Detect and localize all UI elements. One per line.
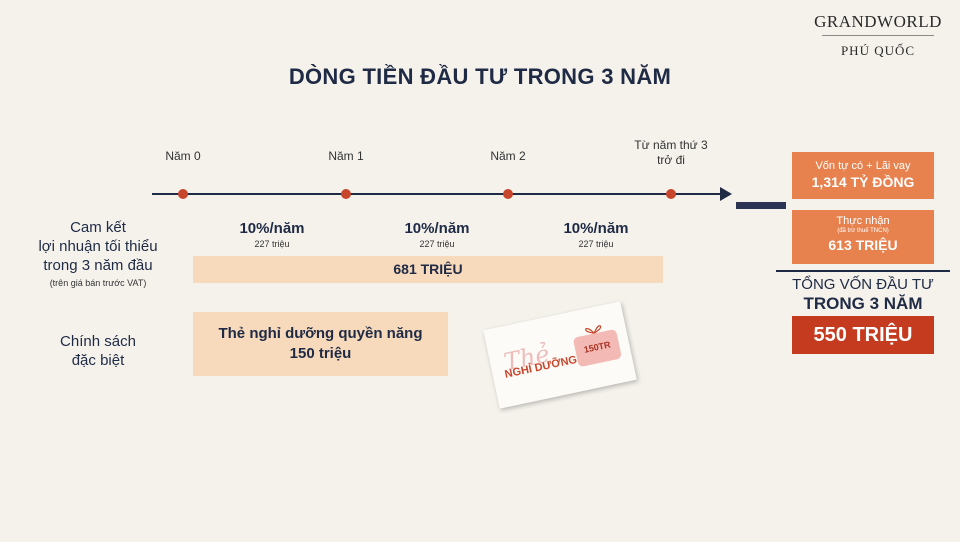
summary-divider xyxy=(776,270,950,272)
rate-year-3: 10%/năm 227 triệu xyxy=(536,220,656,249)
timeline-dot-1 xyxy=(341,189,351,199)
brand-logo-bottom: PHÚ QUỐC xyxy=(840,43,916,58)
net-received-label: Thực nhận xyxy=(836,215,890,227)
rate-amount: 227 triệu xyxy=(254,239,290,249)
timeline-axis xyxy=(152,193,722,195)
net-received-note: (đã trừ thuế TNCN) xyxy=(837,228,889,234)
rate-amount: 227 triệu xyxy=(419,239,455,249)
commitment-label-line-3: trong 3 năm đầu xyxy=(43,257,153,274)
gift-bow-icon xyxy=(585,325,602,336)
timeline-arrow-icon xyxy=(720,187,732,201)
brand-logo-divider xyxy=(822,35,934,36)
commitment-note: (trên giá bán trước VAT) xyxy=(49,278,147,288)
equity-loan-label: Vốn tự có + Lãi vay xyxy=(815,160,911,172)
vacation-card-image: Thẻ NGHỈ DƯỠNG 150TR xyxy=(483,301,637,409)
vacation-card-text: Thẻ nghỉ dưỡng quyền năng 150 triệu xyxy=(218,325,423,362)
timeline-dot-2 xyxy=(503,189,513,199)
total-investment-label: TỔNG VỐN ĐẦU TƯ xyxy=(792,276,934,293)
special-label-line-1: Chính sách xyxy=(60,333,136,350)
rate-year-1: 10%/năm 227 triệu xyxy=(212,220,332,249)
year-label-2: Năm 2 xyxy=(490,149,526,163)
timeline-dot-3 xyxy=(666,189,676,199)
commitment-label-line-1: Cam kết xyxy=(70,219,126,236)
vacation-card-bar: Thẻ nghỉ dưỡng quyền năng 150 triệu xyxy=(193,312,448,376)
commitment-label: Cam kết lợi nhuận tối thiểu trong 3 năm … xyxy=(14,218,182,275)
rate-year-2: 10%/năm 227 triệu xyxy=(377,220,497,249)
total-investment-value: 550 TRIỆU xyxy=(792,316,934,354)
commitment-label-line-2: lợi nhuận tối thiểu xyxy=(38,238,158,255)
year-label-1: Năm 1 xyxy=(328,149,364,163)
special-label: Chính sách đặc biệt xyxy=(14,332,182,370)
net-received-box: Thực nhận (đã trừ thuế TNCN) 613 TRIỆU xyxy=(792,210,934,264)
timeline-end-dash xyxy=(736,202,786,209)
page-title: DÒNG TIỀN ĐẦU TƯ TRONG 3 NĂM xyxy=(288,64,672,89)
total-investment-period: TRONG 3 NĂM xyxy=(803,294,923,313)
equity-loan-box: Vốn tự có + Lãi vay 1,314 TỶ ĐỒNG xyxy=(792,152,934,199)
rate-amount: 227 triệu xyxy=(578,239,614,249)
year-label-3: Từ năm thứ 3 trở đi xyxy=(634,138,708,167)
special-label-line-2: đặc biệt xyxy=(71,352,125,369)
rate-value: 10%/năm xyxy=(563,220,629,237)
timeline-dot-0 xyxy=(178,189,188,199)
year-label-0: Năm 0 xyxy=(165,149,201,163)
commitment-total-bar: 681 TRIỆU xyxy=(193,256,663,283)
net-received-value: 613 TRIỆU xyxy=(828,237,898,253)
brand-logo-top: GRANDWORLD xyxy=(814,12,942,31)
rate-value: 10%/năm xyxy=(404,220,470,237)
rate-value: 10%/năm xyxy=(239,220,305,237)
equity-loan-value: 1,314 TỶ ĐỒNG xyxy=(811,174,915,190)
